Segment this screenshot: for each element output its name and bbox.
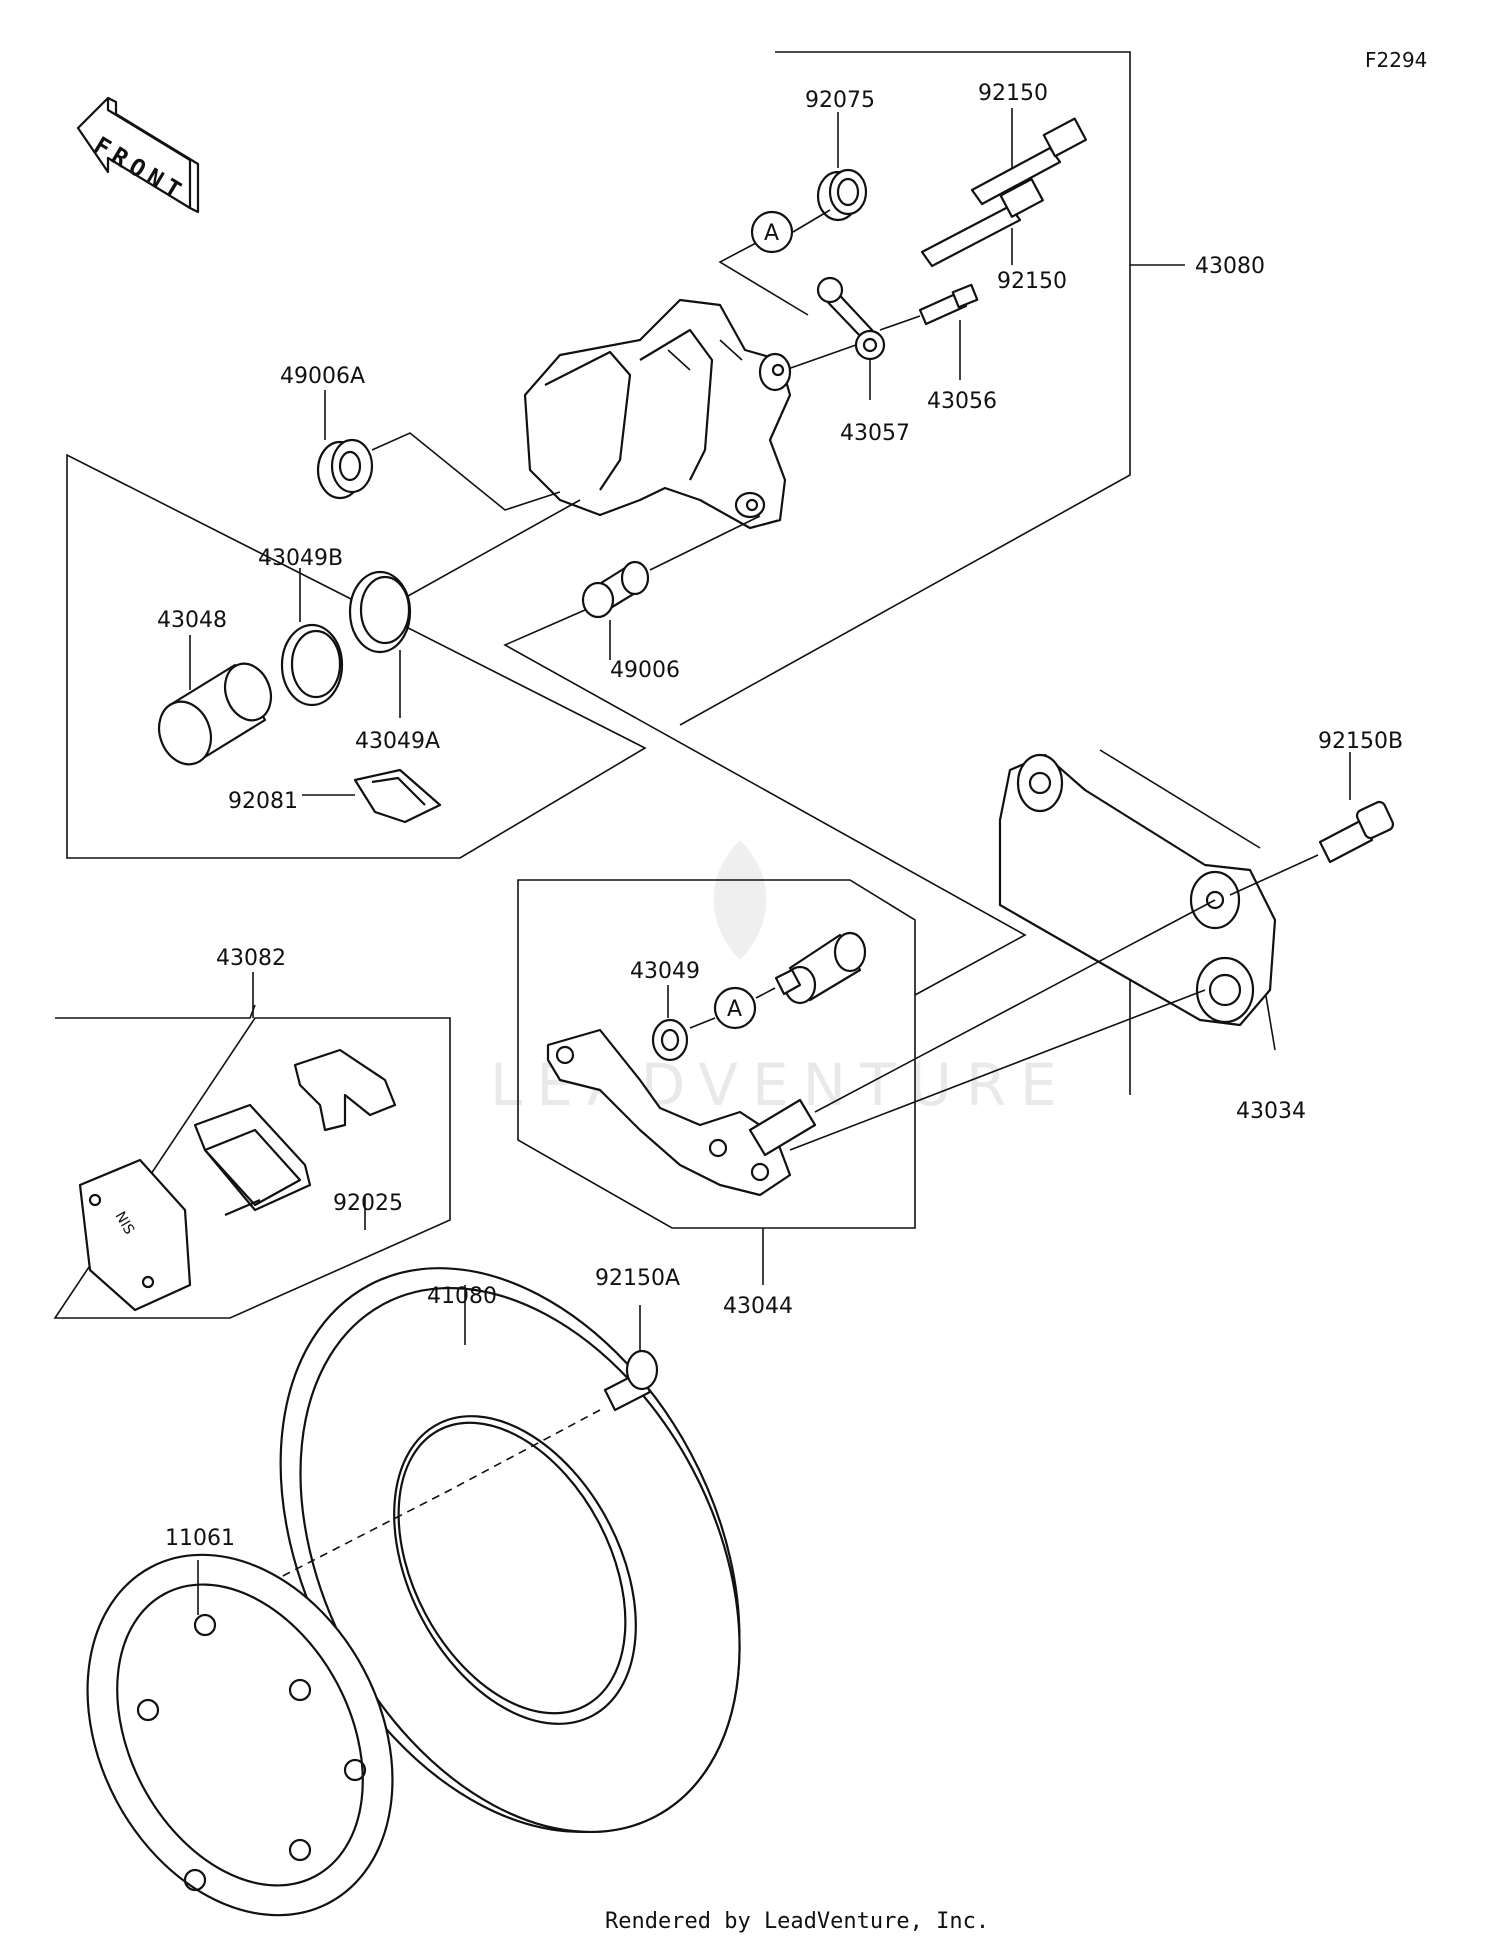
part-41080-disc (279, 1267, 741, 1834)
part-92150b-bolt (1229, 752, 1395, 896)
label-43057: 43057 (840, 421, 910, 446)
part-92025-spring (293, 1048, 397, 1132)
label-92150b: 92150B (1318, 729, 1403, 754)
label-41080: 41080 (427, 1284, 497, 1309)
part-caliper-body (523, 298, 792, 530)
part-43056-bleeder (879, 283, 979, 380)
label-92150-mid: 92150 (997, 269, 1067, 294)
part-slide-pin-holder (774, 931, 867, 1005)
part-43048-piston (157, 635, 273, 766)
part-92150a-bolt (239, 1305, 659, 1599)
part-92150-pin-mid (920, 178, 1044, 268)
label-92025: 92025 (333, 1191, 403, 1216)
label-43048: 43048 (157, 608, 227, 633)
part-92081-spring (302, 768, 442, 824)
label-43034: 43034 (1236, 1099, 1306, 1124)
part-43049-seal (651, 985, 716, 1062)
part-11061-gasket (86, 1553, 394, 1917)
label-92150-top: 92150 (978, 81, 1048, 106)
callout-a-top: A (718, 209, 831, 316)
figure-id: F2294 (1365, 48, 1427, 72)
label-49006: 49006 (610, 658, 680, 683)
part-43034-bracket (998, 753, 1277, 1027)
part-43044-holder (546, 899, 1216, 1197)
label-92075: 92075 (805, 88, 875, 113)
part-92075-boot (816, 112, 868, 222)
part-43049a-seal (348, 499, 581, 718)
label-49006a: 49006A (280, 364, 365, 389)
label-43082: 43082 (216, 946, 286, 971)
svg-text:A: A (764, 221, 779, 246)
label-43049a: 43049A (355, 729, 440, 754)
label-43056: 43056 (927, 389, 997, 414)
label-43049b: 43049B (258, 546, 343, 571)
label-92081: 92081 (228, 789, 298, 814)
callout-a-bottom: A (713, 986, 776, 1030)
part-43049b-seal (280, 568, 344, 707)
holder-outline (517, 879, 916, 1229)
part-49006a-boot (316, 390, 561, 511)
footer-credit: Rendered by LeadVenture, Inc. (605, 1909, 989, 1934)
svg-text:A: A (727, 997, 742, 1022)
part-92150-pin-top (970, 108, 1088, 206)
part-49006-slide-pin (503, 515, 1027, 996)
label-43044: 43044 (723, 1294, 793, 1319)
label-92150a: 92150A (595, 1266, 680, 1291)
part-43082-pads: NIS (78, 1103, 366, 1312)
front-arrow-icon: FRONT (76, 96, 200, 214)
label-11061: 11061 (165, 1526, 235, 1551)
part-43057-banjo (784, 276, 886, 400)
label-43049: 43049 (630, 959, 700, 984)
caliper-assembly-outline (66, 51, 1131, 859)
label-43080: 43080 (1195, 254, 1265, 279)
